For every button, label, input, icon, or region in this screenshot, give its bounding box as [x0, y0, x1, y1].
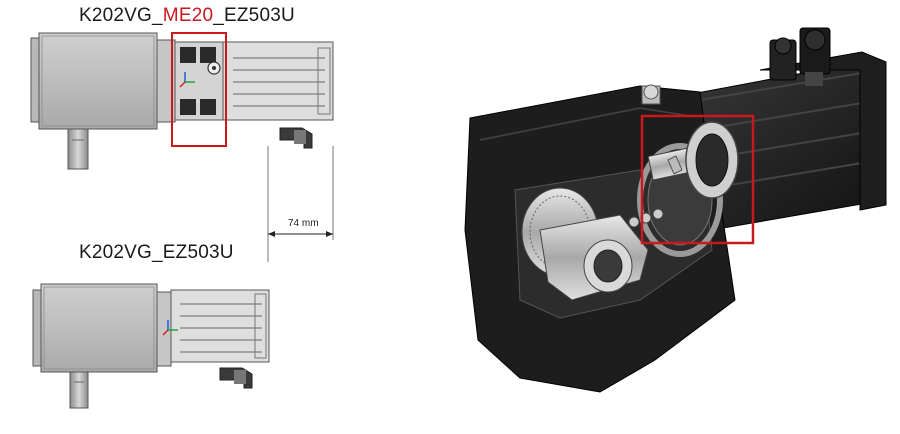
top-gearmotor-drawing — [30, 32, 334, 170]
dimension-annotation — [267, 146, 334, 262]
bottom-gearmotor-drawing — [32, 283, 270, 409]
top-label-prefix: K202VG_ — [79, 5, 163, 26]
top-label-suffix: _EZ503U — [213, 5, 295, 26]
bottom-model-label: K202VG_EZ503U — [79, 242, 234, 263]
top-model-label: K202VG_ME20_EZ503U — [79, 5, 295, 27]
me20-highlight-box — [171, 32, 227, 147]
me20-cutaway-highlight-box — [640, 114, 755, 245]
top-label-highlight: ME20 — [162, 5, 214, 26]
dimension-label: 74 mm — [288, 218, 319, 229]
cutaway-3d-render — [464, 27, 887, 393]
